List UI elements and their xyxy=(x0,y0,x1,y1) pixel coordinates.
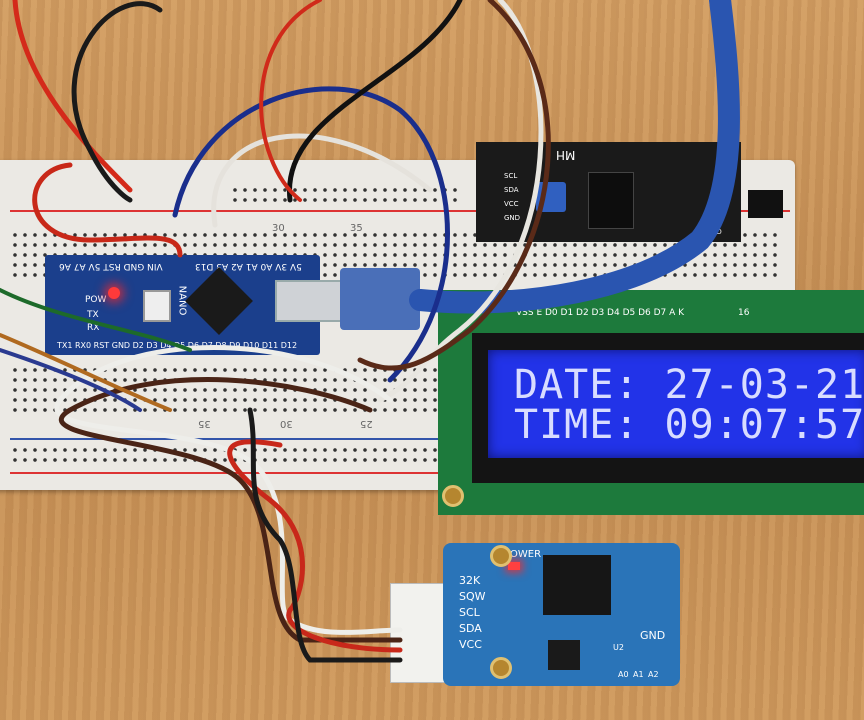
rtc-ic-label: U2 xyxy=(613,643,624,652)
rtc-pin-sda: SDA xyxy=(459,622,482,635)
eeprom-chip xyxy=(548,640,580,670)
pin-vcc: VCC xyxy=(504,200,519,208)
rtc-gnd-label: GND xyxy=(640,629,666,642)
power-rail-red xyxy=(10,210,790,212)
wire-black-long xyxy=(247,407,403,663)
i2c-backpack: MH SCL SDA VCC GND LED xyxy=(476,142,741,242)
pin-scl: SCL xyxy=(504,172,518,180)
wire-orange xyxy=(0,333,172,412)
reset-button[interactable] xyxy=(143,290,171,322)
address-label-a2: A2 xyxy=(648,670,659,679)
power-led xyxy=(108,287,120,299)
column-number: 30 xyxy=(272,223,285,234)
address-label-a1: A1 xyxy=(633,670,644,679)
wire-black xyxy=(71,1,163,203)
wire-white xyxy=(211,133,433,228)
mounting-hole xyxy=(442,485,464,507)
led-jumper[interactable] xyxy=(748,190,783,218)
rtc-pin-scl: SCL xyxy=(459,606,480,619)
wire-brown xyxy=(357,0,551,371)
mini-usb-port xyxy=(275,280,349,322)
column-number: 35 xyxy=(350,223,363,234)
wire-red xyxy=(12,0,133,193)
wire-blue xyxy=(172,86,450,383)
mounting-hole xyxy=(490,545,512,567)
rtc-pin-32k: 32K xyxy=(459,574,481,587)
rtc-pin-vcc: VCC xyxy=(459,638,482,651)
mounting-hole xyxy=(490,657,512,679)
rx-label: RX xyxy=(87,323,100,333)
lcd-screen: DATE: 27-03-21 TIME: 09:07:57 xyxy=(488,350,864,458)
wire-black xyxy=(287,0,463,203)
wire-blue-small xyxy=(0,348,142,412)
power-rail-red-bottom xyxy=(10,472,440,474)
pin-sda: SDA xyxy=(504,186,519,194)
address-label-a0: A0 xyxy=(618,670,629,679)
ds3231-chip xyxy=(543,555,611,615)
lcd-pin-count: 16 xyxy=(738,308,750,318)
power-label: POWER xyxy=(504,549,542,560)
usb-cable xyxy=(409,0,740,314)
backpack-pin-labels: SCL SDA VCC GND xyxy=(504,172,532,232)
wire-green xyxy=(0,288,192,352)
wire-brown-long xyxy=(58,377,403,643)
pcf8574-chip xyxy=(588,172,634,229)
wire-red xyxy=(32,162,183,258)
pow-label: POW xyxy=(85,295,107,305)
power-rail-blue xyxy=(10,438,440,440)
lcd-date-line: DATE: 27-03-21 xyxy=(514,362,864,408)
wire-red-long xyxy=(227,439,403,653)
lcd-time-line: TIME: 09:07:57 xyxy=(514,402,864,448)
pin-gnd: GND xyxy=(504,214,521,222)
rtc-pin-sqw: SQW xyxy=(459,590,486,603)
wire-red xyxy=(259,0,322,202)
usb-cable-plug xyxy=(340,268,420,330)
rtc-power-led xyxy=(508,562,520,570)
lcd-pin-labels: VSS E D0 D1 D2 D3 D4 D5 D6 D7 A K xyxy=(516,308,685,318)
rail-holes-bottom xyxy=(10,445,440,465)
tx-label: TX xyxy=(87,310,99,320)
